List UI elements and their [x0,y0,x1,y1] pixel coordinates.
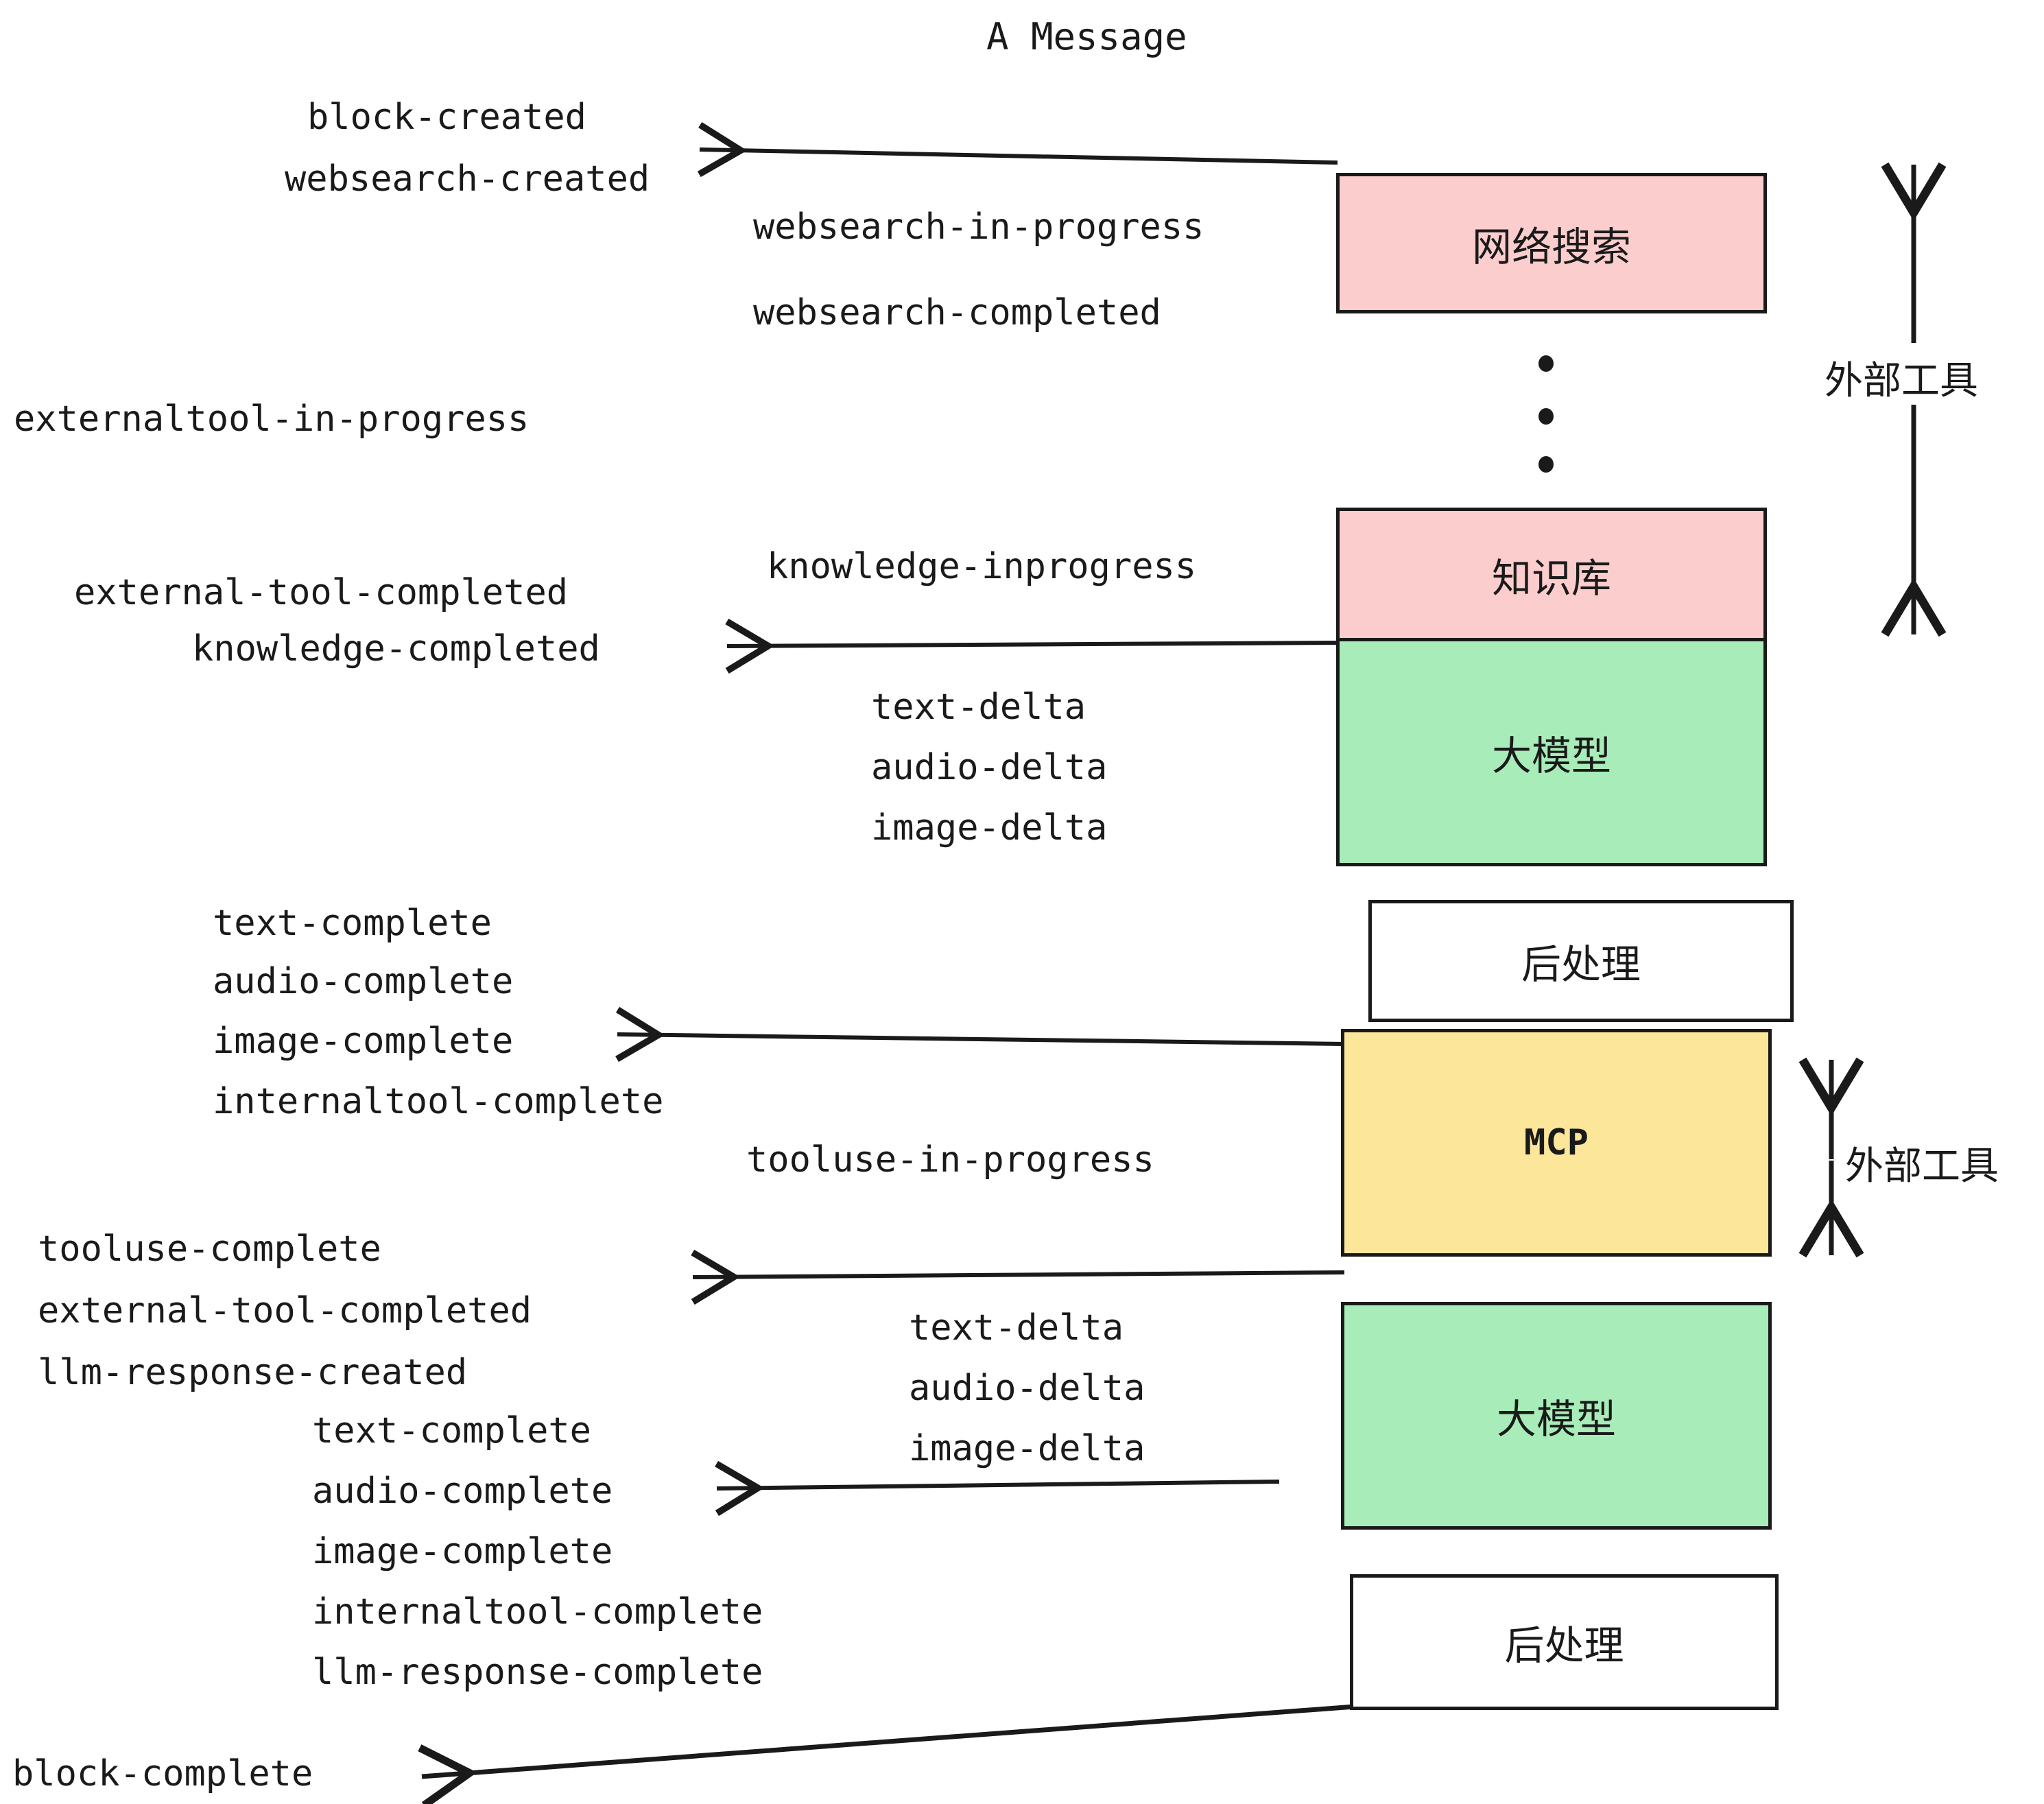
event-tooluse-in-progress: tooluse-in-progress [746,1139,1154,1180]
event-audio-complete-1: audio-complete [213,961,514,1002]
ellipsis-dot-2 [1538,408,1554,425]
event-websearch-completed: websearch-completed [753,292,1161,333]
box-llm-2[interactable]: 大模型 [1341,1302,1772,1530]
event-audio-delta-1: audio-delta [871,747,1108,788]
event-text-complete-1: text-complete [213,903,492,944]
event-image-delta-1: image-delta [871,807,1108,848]
arrow-knowledge-to-completed [727,643,1338,646]
event-llm-response-complete: llm-response-complete [312,1652,763,1693]
event-llm-response-created: llm-response-created [38,1352,468,1393]
diagram-title: A Message [986,15,1187,58]
annotation-external-tools-bottom: 外部工具 [1845,1144,1999,1189]
arrow-mcp-to-tooluse-complete [693,1272,1345,1277]
box-llm-1-label: 大模型 [1491,732,1611,779]
ellipsis-dot-3 [1538,456,1554,473]
annotation-external-tools-top: 外部工具 [1825,359,1978,403]
box-mcp-label: MCP [1524,1122,1589,1163]
box-postprocess-2[interactable]: 后处理 [1350,1574,1779,1710]
event-internaltool-complete-2: internaltool-complete [312,1591,763,1633]
event-external-tool-completed-2: external-tool-completed [38,1290,532,1331]
box-mcp[interactable]: MCP [1341,1029,1772,1257]
event-image-complete-1: image-complete [213,1021,514,1062]
box-postprocess-1-label: 后处理 [1521,941,1641,988]
box-websearch[interactable]: 网络搜索 [1336,173,1767,313]
arrow-llm2-to-audiocomplete [717,1482,1280,1488]
box-knowledge-label: 知识库 [1491,554,1611,602]
event-image-complete-2: image-complete [312,1531,613,1572]
event-audio-delta-2: audio-delta [909,1368,1145,1409]
box-websearch-label: 网络搜索 [1471,223,1631,270]
event-audio-complete-2: audio-complete [312,1471,613,1512]
event-external-tool-completed-1: external-tool-completed [74,572,569,613]
event-text-complete-2: text-complete [312,1410,591,1451]
arrow-postprocess-to-blockcomplete [422,1704,1355,1777]
arrow-websearch-to-blockcreated [700,150,1338,163]
event-block-created: block-created [307,97,586,138]
event-text-delta-2: text-delta [909,1307,1124,1349]
box-knowledge[interactable]: 知识库 [1336,508,1767,641]
event-websearch-in-progress: websearch-in-progress [753,206,1204,248]
event-internaltool-complete-1: internaltool-complete [213,1081,664,1122]
arrow-mcp-to-imagecomplete [617,1034,1345,1044]
box-postprocess-1[interactable]: 后处理 [1368,900,1794,1022]
event-block-complete: block-complete [12,1753,313,1794]
box-llm-1[interactable]: 大模型 [1336,638,1767,866]
event-knowledge-inprogress: knowledge-inprogress [767,546,1197,587]
event-text-delta-1: text-delta [871,687,1086,728]
event-image-delta-2: image-delta [909,1428,1145,1469]
event-knowledge-completed: knowledge-completed [192,628,600,669]
ellipsis-dot-1 [1538,355,1554,372]
event-websearch-created: websearch-created [285,158,650,200]
event-externaltool-in-progress: externaltool-in-progress [14,399,530,440]
event-tooluse-complete: tooluse-complete [38,1229,381,1270]
box-llm-2-label: 大模型 [1496,1396,1616,1443]
box-postprocess-2-label: 后处理 [1504,1622,1624,1669]
